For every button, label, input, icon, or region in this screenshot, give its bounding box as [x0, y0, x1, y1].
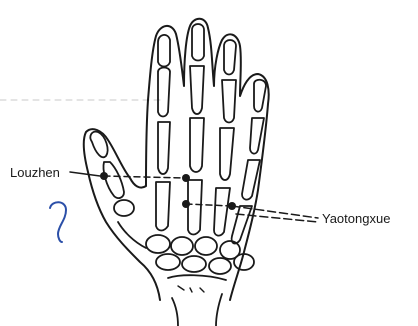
thumb-bones	[90, 132, 146, 248]
middle-finger-bones	[188, 24, 204, 235]
forearm-bones	[168, 275, 226, 326]
index-finger-bones	[156, 35, 170, 231]
hand-outline	[84, 19, 269, 300]
carpal-bones	[146, 235, 254, 274]
label-louzhen: Louzhen	[10, 166, 60, 179]
label-yaotongxue: Yaotongxue	[322, 212, 390, 225]
handwritten-mark	[46, 198, 72, 244]
